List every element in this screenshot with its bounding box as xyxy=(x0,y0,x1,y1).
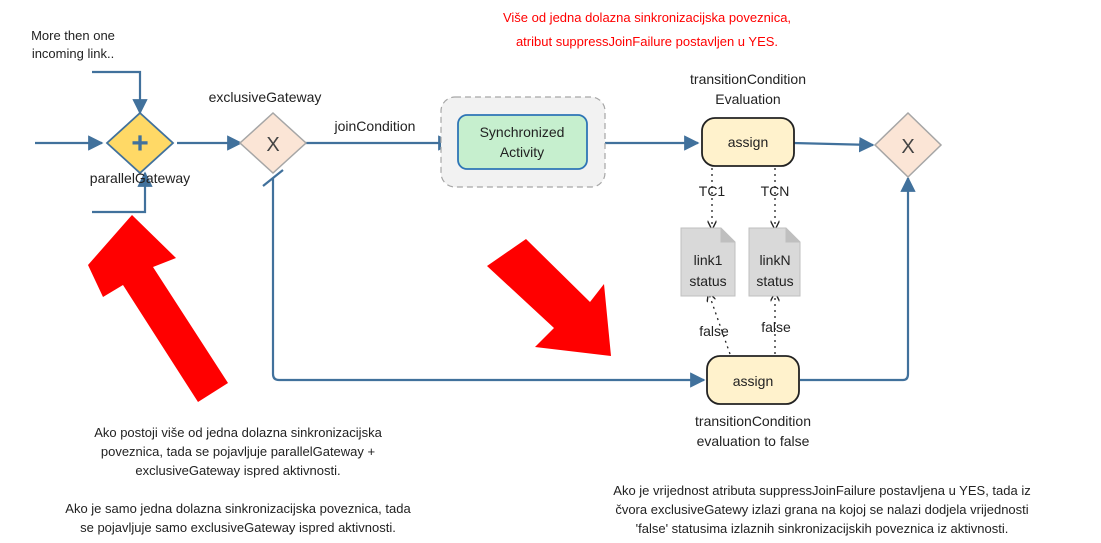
linkn-label-line2: status xyxy=(756,273,793,289)
linkn-label-line1: linkN xyxy=(759,252,790,268)
parallel-gateway-label: parallelGateway xyxy=(90,170,190,186)
tc-evaluation-label-line2: Evaluation xyxy=(715,91,780,107)
assign-false-label: assign xyxy=(733,373,773,389)
activity-label-line2: Activity xyxy=(500,144,544,160)
assign-false[interactable]: assign xyxy=(706,355,800,405)
tc1-label: TC1 xyxy=(699,183,726,199)
red-arrow-up-icon xyxy=(88,215,228,402)
link1-label-line2: status xyxy=(689,273,726,289)
flow-in-bottom xyxy=(92,171,153,214)
top-red-note-line2: atribut suppressJoinFailure postavljen u… xyxy=(516,34,778,49)
tc-false-label-line2: evaluation to false xyxy=(697,433,810,449)
activity-label-line1: Synchronized xyxy=(480,124,565,140)
right-note-line3: 'false' statusima izlaznih sinkronizacij… xyxy=(636,521,1009,536)
tc-false-label-line1: transitionCondition xyxy=(695,413,811,429)
flow-in-top xyxy=(92,70,148,115)
linkn-status-data: linkN status xyxy=(748,227,801,297)
incoming-label-line1: More then one xyxy=(31,28,115,43)
flow-false-branch xyxy=(271,178,706,388)
x-icon: X xyxy=(901,136,914,158)
right-note-line1: Ako je vrijednost atributa suppressJoinF… xyxy=(613,483,1030,498)
assign-evaluation[interactable]: assign xyxy=(701,117,795,167)
plus-icon: + xyxy=(131,127,149,160)
top-red-note-line1: Više od jedna dolazna sinkronizacijska p… xyxy=(503,10,791,25)
synchronized-activity[interactable]: Synchronized Activity xyxy=(457,114,588,170)
link1-status-data: link1 status xyxy=(680,227,736,297)
false-label-1: false xyxy=(699,323,729,339)
default-flow-slash xyxy=(262,169,284,187)
sequence-flows xyxy=(35,70,916,388)
exclusive-gateway[interactable]: X xyxy=(238,111,308,175)
assign-evaluation-label: assign xyxy=(728,134,768,150)
x-icon: X xyxy=(266,134,279,156)
tc-evaluation-label-line1: transitionCondition xyxy=(690,71,806,87)
parallel-gateway[interactable]: + xyxy=(105,111,175,175)
incoming-label-line2: incoming link.. xyxy=(32,46,114,61)
left-note1-line2: poveznica, tada se pojavljuje parallelGa… xyxy=(101,444,375,459)
data-associations xyxy=(709,168,775,355)
red-arrow-down-right-icon xyxy=(487,239,611,356)
exclusive-gateway-join[interactable]: X xyxy=(873,111,943,179)
left-note1-line3: exclusiveGateway ispred aktivnosti. xyxy=(135,463,340,478)
flow-false-to-gateway xyxy=(800,176,916,382)
join-condition-label: joinCondition xyxy=(334,118,416,134)
left-note2-line2: se pojavljuje samo exclusiveGateway ispr… xyxy=(80,520,396,535)
exclusive-gateway-label: exclusiveGateway xyxy=(209,89,322,105)
tcn-label: TCN xyxy=(761,183,790,199)
link1-label-line1: link1 xyxy=(694,252,723,268)
false-label-2: false xyxy=(761,319,791,335)
left-note1-line1: Ako postoji više od jedna dolazna sinkro… xyxy=(94,425,382,440)
left-note2-line1: Ako je samo jedna dolazna sinkronizacijs… xyxy=(65,501,411,516)
flow-assign-to-gateway xyxy=(792,136,875,153)
right-note-line2: čvora exclusiveGatewy izlazi grana na ko… xyxy=(615,502,1028,517)
